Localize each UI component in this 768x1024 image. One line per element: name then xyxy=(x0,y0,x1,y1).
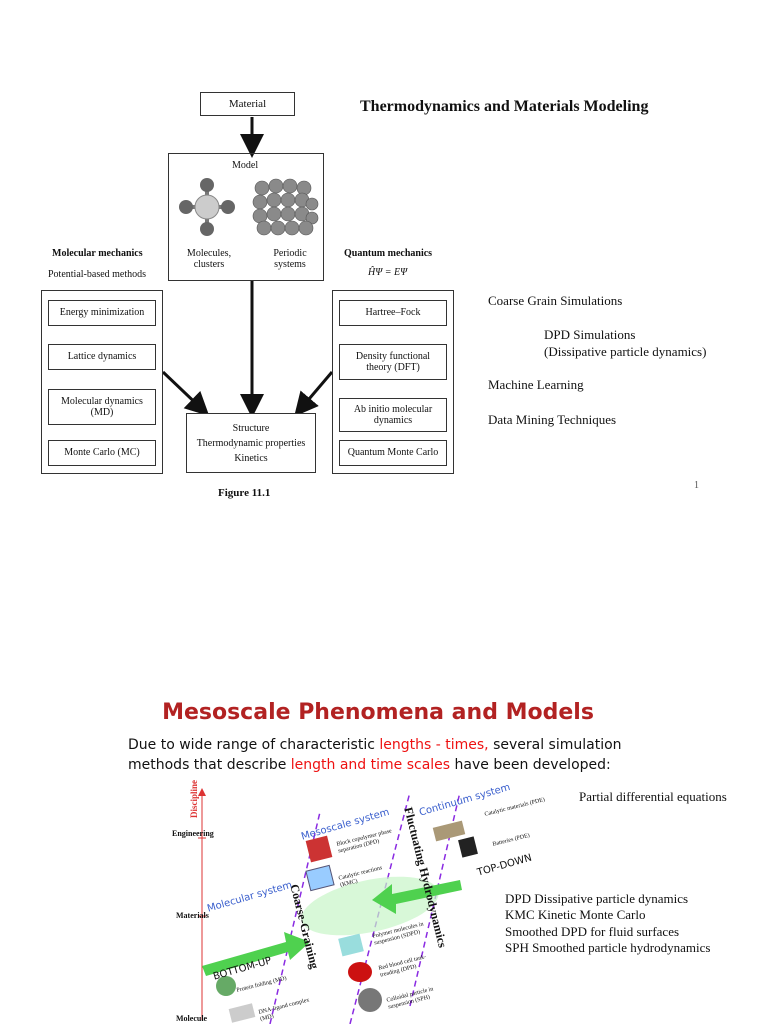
intro-highlight-scales: length and time scales xyxy=(290,756,451,773)
right-list-dpd: DPD Simulations xyxy=(544,327,636,342)
right-list-coarse-grain: Coarse Grain Simulations xyxy=(488,293,623,308)
right-list-ml: Machine Learning xyxy=(488,377,584,392)
qm-item-quantum-monte-carlo: Quantum Monte Carlo xyxy=(339,440,447,466)
qm-item-ab-initio-md: Ab initio molecular dynamics xyxy=(339,398,447,432)
qm-item-hartree-fock: Hartree–Fock xyxy=(339,300,447,326)
center-line-structure: Structure xyxy=(232,422,270,434)
schrodinger-equation: ĤΨ = EΨ xyxy=(368,267,408,278)
abbrev-dpd: DPD Dissipative particle dynamics xyxy=(505,891,689,906)
center-line-kinetics: Kinetics xyxy=(234,452,268,464)
pde-note: Partial differential equations xyxy=(579,789,727,804)
mm-item-molecular-dynamics: Molecular dynamics (MD) xyxy=(48,389,156,425)
mm-item-energy-minimization: Energy minimization xyxy=(48,300,156,326)
intro-highlight-lengths-times: lengths - times, xyxy=(379,737,489,753)
level-molecule: Molecule xyxy=(176,1014,208,1023)
level-materials: Materials xyxy=(176,911,209,920)
molecules-clusters-label: Molecules, clusters xyxy=(186,248,232,270)
material-box: Material xyxy=(200,92,295,116)
abbrev-sdpd: Smoothed DPD for fluid surfaces xyxy=(505,923,680,939)
right-list-data-mining: Data Mining Techniques xyxy=(488,412,617,427)
abbreviation-list: DPD Dissipative particle dynamics KMC Ki… xyxy=(505,891,710,956)
structure-properties-box: Structure Thermodynamic properties Kinet… xyxy=(186,413,316,473)
intro-part-a: Due to wide range of characteristic xyxy=(128,737,380,753)
right-list-dpd-full: (Dissipative particle dynamics) xyxy=(544,344,707,359)
page-number: 1 xyxy=(694,480,699,491)
model-box xyxy=(168,153,324,281)
level-engineering: Engineering xyxy=(172,829,214,838)
slide2-title: Mesoscale Phenomena and Models xyxy=(162,700,594,725)
mm-item-lattice-dynamics: Lattice dynamics xyxy=(48,344,156,370)
qm-item-dft: Density functional theory (DFT) xyxy=(339,344,447,380)
potential-based-subtitle: Potential-based methods xyxy=(48,269,147,280)
abbrev-kmc: KMC Kinetic Monte Carlo xyxy=(505,907,646,923)
discipline-axis-label: Discipline xyxy=(189,779,199,818)
center-line-thermo: Thermodynamic properties xyxy=(196,437,306,449)
slide1-title: Thermodynamics and Materials Modeling xyxy=(360,98,649,115)
intro-part-e: have been developed: xyxy=(450,756,611,773)
quantum-mechanics-title: Quantum mechanics xyxy=(344,248,433,259)
abbrev-sph: SPH Smoothed particle hydrodynamics xyxy=(505,939,711,955)
molecular-mechanics-frame xyxy=(41,290,163,474)
molecule-icon xyxy=(179,178,235,236)
intro-part-c: several simulation methods that describe xyxy=(128,737,622,773)
slide2-intro: Due to wide range of characteristic leng… xyxy=(128,736,648,775)
figure-connectors xyxy=(161,117,334,418)
quantum-mechanics-frame xyxy=(332,290,454,474)
figure-caption: Figure 11.1 xyxy=(218,487,271,499)
mm-item-monte-carlo: Monte Carlo (MC) xyxy=(48,440,156,466)
molecular-mechanics-title: Molecular mechanics xyxy=(52,248,143,259)
periodic-systems-label: Periodic systems xyxy=(273,248,307,270)
multiscale-diagram xyxy=(198,788,478,1024)
model-label: Model xyxy=(232,160,259,171)
periodic-lattice-icon xyxy=(252,178,319,236)
